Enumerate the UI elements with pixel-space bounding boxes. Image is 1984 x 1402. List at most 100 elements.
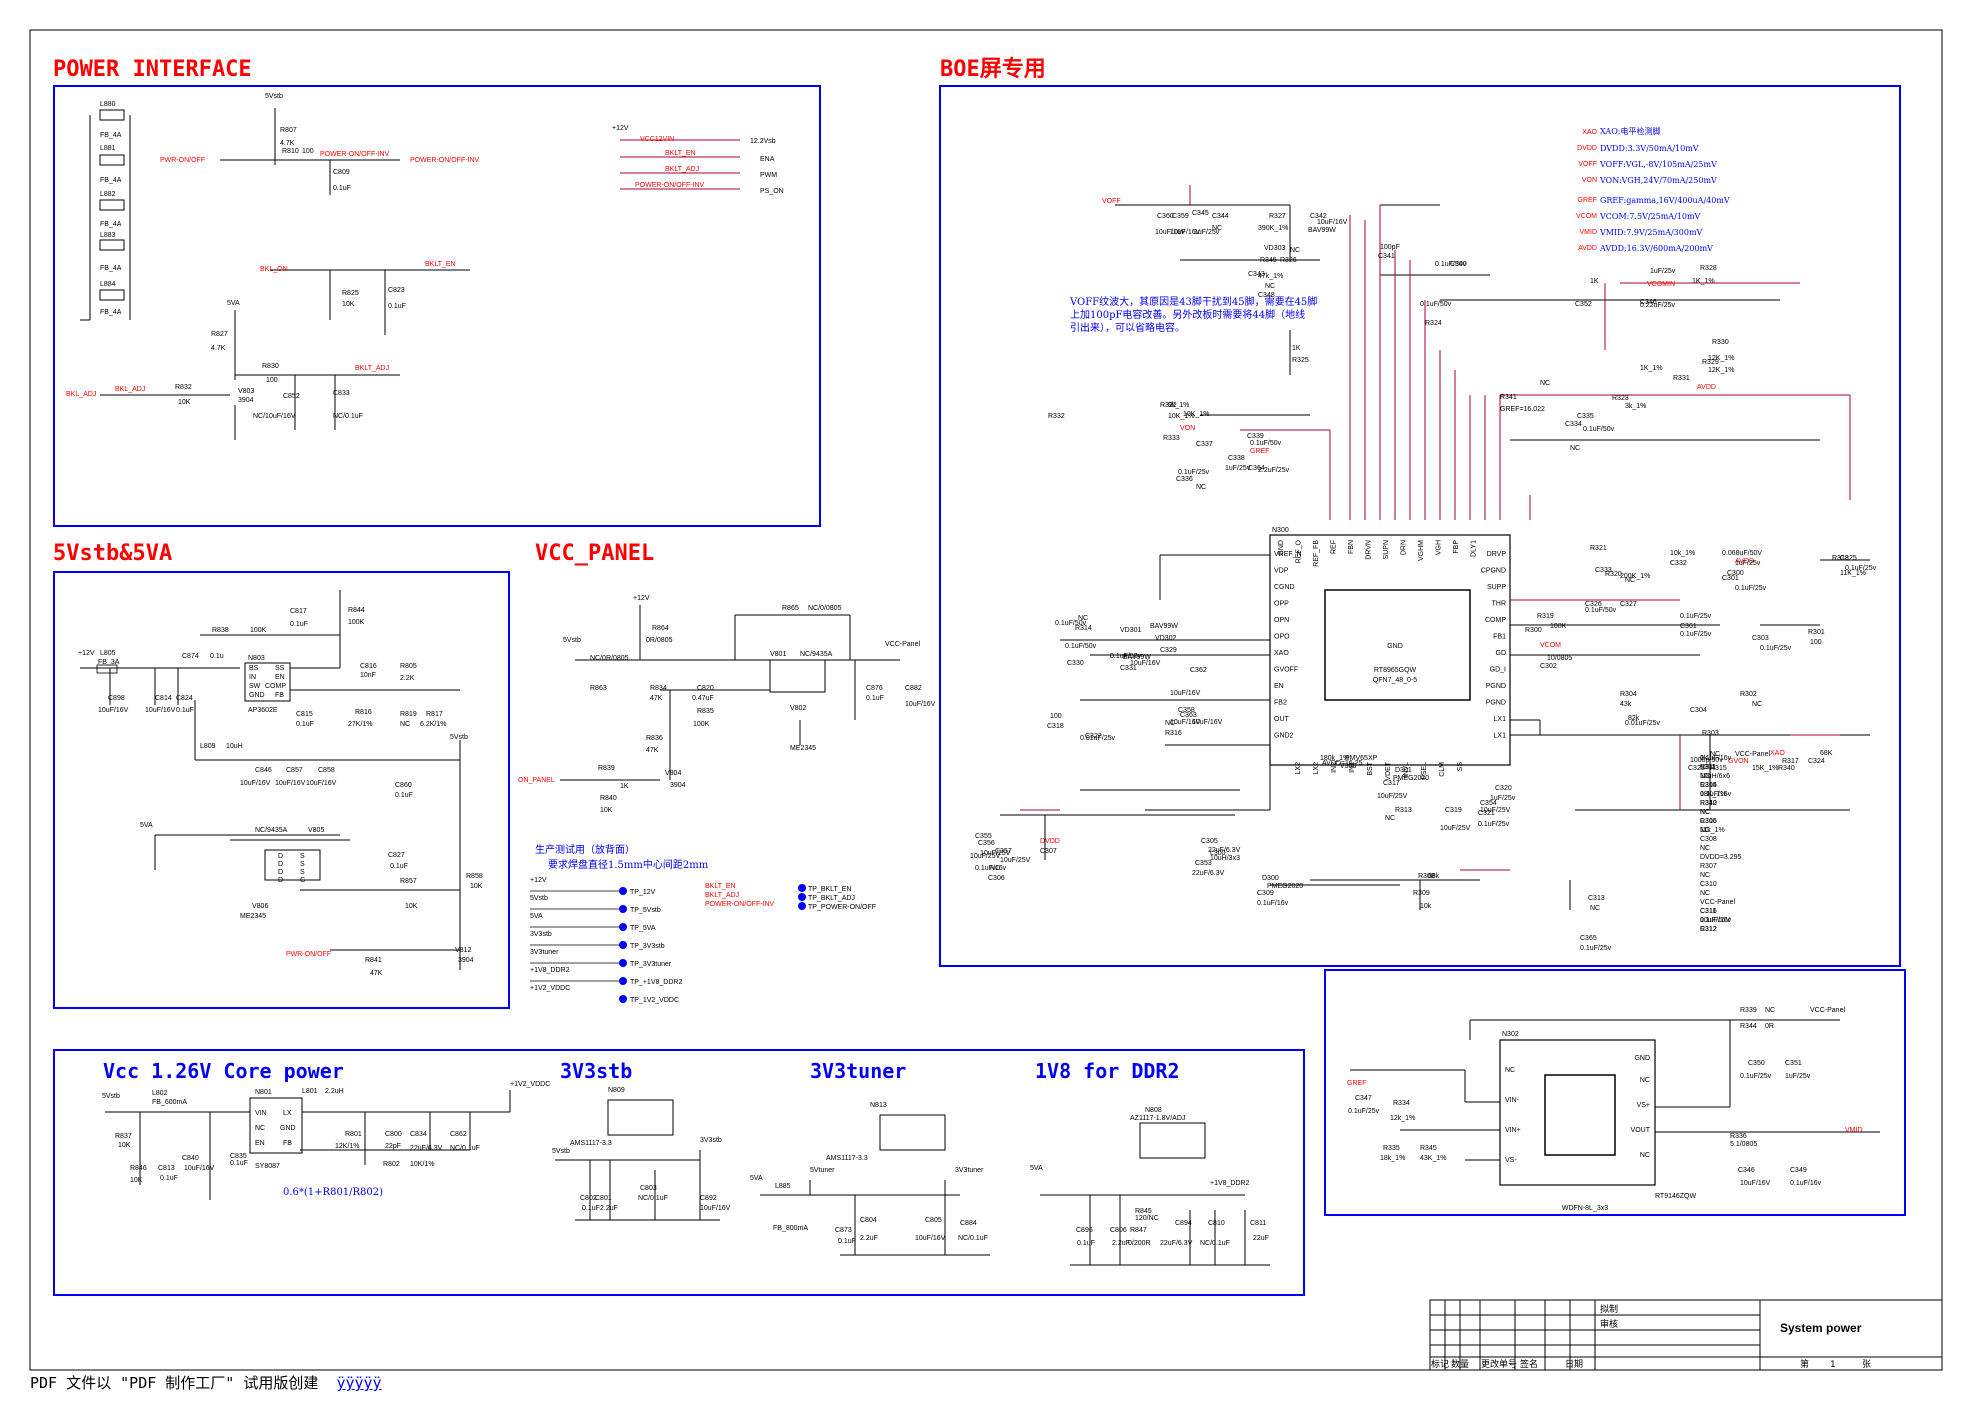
vstb-part: 5VA [140,822,153,829]
vstb-part: L805 [100,650,116,657]
box-boe [939,85,1901,967]
boe-part: C313 [1588,895,1605,902]
vstb-part: 10uF/16V [240,780,271,787]
boe-part: C346 [1640,299,1657,306]
core-part: 10K/1% [410,1161,435,1168]
tb-sheet-prefix: 第 [1800,1358,1809,1370]
v18-part: N808 [1145,1107,1162,1114]
v3stb-part: N809 [608,1087,625,1094]
boe-part: 0.1uF/50v [1583,426,1615,433]
title-5vstb-5va: 5Vstb&5VA [53,541,172,566]
boe-part: 82k [1628,715,1640,722]
vstb-pin: COMP [265,683,286,690]
vp-part: 5Vstb [563,637,581,644]
legend-line: VCOM:7.5V/25mA/10mV [1599,212,1701,221]
pi-part: 10K [178,399,191,406]
boe-part: NC [1385,815,1395,822]
boe-part: C355 [975,833,992,840]
boe-part: C338 [1228,455,1245,462]
core-part: NC/0.1uF [450,1145,480,1152]
boe-part: DVDD [1040,838,1060,845]
v3stb-part: 10uF/16V [700,1205,731,1212]
vp-part: C882 [905,685,922,692]
boe-part: R317 [1782,758,1799,765]
boe-part: 0.1uF/16v [1700,917,1732,924]
vp-part: +12V [633,595,650,602]
vstb-part: 10uF/16V [98,707,129,714]
pi-part: L883 [100,232,116,239]
n300-pin-left: CGND [1274,584,1295,591]
boe-part: XAO [1770,750,1785,757]
vp-part: C876 [866,685,883,692]
v18-part: C894 [1175,1220,1192,1227]
vstb-part: 6.2K/1% [420,721,446,728]
boe-part: GREF=16.022 [1500,406,1545,413]
v3stb-part: C802 [580,1195,597,1202]
n300-pin-right: LX1 [1494,733,1507,740]
boe-part: 1K [1590,278,1599,285]
boe-part: C357 [995,848,1012,855]
boe-part: NC [1570,445,1580,452]
boe-part: R316 [1165,730,1182,737]
boe-part: R330 [1712,339,1729,346]
core-part: 0.1uF [230,1160,248,1167]
footer-garbled[interactable]: ÿÿÿÿÿ [336,1374,382,1392]
tp-net: 3V3tuner [530,949,559,956]
n302-pin: NC [1505,1067,1515,1074]
boe-part: 0.1uF/50v [1420,301,1452,308]
boe-part: R329 [1702,359,1719,366]
vmid-part: R334 [1393,1100,1410,1107]
tp-net: BKLT_EN [705,883,736,890]
pi-part: FB_4A [100,177,122,184]
boe-part: 22uF/6.3V [1208,847,1241,854]
tb-sheet-suffix: 张 [1862,1359,1871,1370]
n300-pin-right: PGND [1486,683,1506,690]
vstb-wiring [80,590,461,970]
pi-part: V803 [238,388,254,395]
core-part: L802 [152,1090,168,1097]
ic-n302-body [1499,1039,1656,1186]
vstb-pin: D [278,877,283,884]
pi-part: C809 [333,169,350,176]
vp-part: R839 [598,765,615,772]
v18-part: 5VA [1030,1165,1043,1172]
core-part: 10K [118,1142,131,1149]
pi-part: R807 [280,127,297,134]
n300-pin-left: OPN [1274,617,1289,624]
box-5vstb-5va [53,571,510,1009]
vstb-pin: D [278,869,283,876]
vmid-part: 18k_1% [1380,1155,1405,1162]
boe-wiring [1000,204,1870,910]
boe-part: V300 [1340,763,1356,770]
boe-part: BAV99W [1123,654,1151,661]
boe-part: C329 [1160,647,1177,654]
pi-net: 5Vstb [265,93,283,100]
boe-part: NC [1700,872,1710,879]
tp-net: 5Vstb [530,895,548,902]
boe-part: 9k_1% [1168,402,1189,409]
tp-label: TP_BKLT_EN [808,886,851,893]
v3tuner-part: AMS1117-3.3 [826,1155,868,1162]
core-pin: VIN [255,1110,267,1117]
boe-part: 100 [1050,713,1062,720]
boe-part: 0.1uF/25v [1760,645,1792,652]
tp-net: +12V [530,877,547,884]
n300-pin-bottom: VDET [1385,761,1392,780]
n300-pin-left: GVOFF [1274,667,1298,674]
vstb-pin: G [300,877,305,884]
boe-part: PMEG2020 [1267,883,1303,890]
v3tuner-part: N813 [870,1102,887,1109]
ic-n302-ref: N302 [1502,1031,1519,1038]
ic-n302-pad [1544,1074,1616,1156]
vstb-pin: S [300,853,305,860]
boe-part: C314 [1700,782,1717,789]
vstb-part: 10uF/16V [145,707,176,714]
ic-n300-pad [1324,589,1471,701]
vmid-part: 0R [1765,1023,1774,1030]
core-part: 10K [130,1177,143,1184]
pi-part: FB_4A [100,132,122,139]
vp-part: 10K [600,807,613,814]
v18-part: C896 [1076,1227,1093,1234]
vstb-pin: BS [249,665,259,672]
boe-part: NC [1700,809,1710,816]
